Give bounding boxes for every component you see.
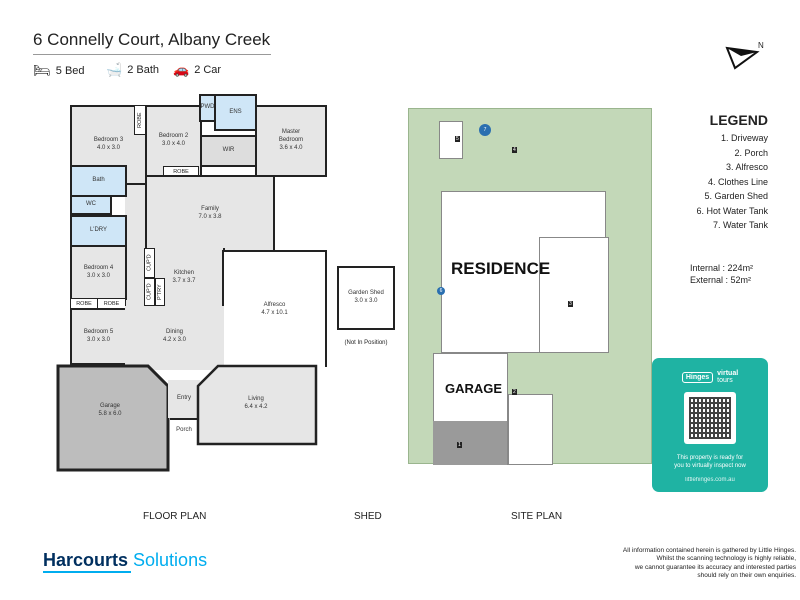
caption-site-plan: SITE PLAN	[511, 511, 563, 522]
room-wc: WC	[70, 195, 112, 215]
title-divider	[33, 54, 271, 55]
marker-3: 3	[568, 301, 573, 307]
legend-item: 7. Water Tank	[712, 220, 768, 230]
disclaimer: All information contained herein is gath…	[622, 547, 796, 579]
feature-bath: 🛁2 Bath	[106, 62, 159, 77]
qr-code[interactable]	[684, 392, 736, 444]
shed-note: (Not In Position)	[344, 340, 388, 346]
marker-4: 4	[512, 147, 517, 153]
legend-item: 2. Porch	[734, 147, 768, 158]
property-title: 6 Connelly Court, Albany Creek	[33, 30, 271, 49]
tour-url[interactable]: littlehinges.com.au	[685, 477, 735, 483]
marker-1: 1	[457, 442, 462, 448]
driveway	[433, 421, 507, 465]
room-wir: WIR	[200, 135, 257, 167]
room-bath: Bath	[70, 165, 127, 197]
legend-item: 6. Hot Water Tank	[696, 205, 768, 216]
room-ensuite: ENS	[214, 94, 257, 131]
room-garage	[56, 364, 170, 472]
legend-item: 4. Clothes Line	[707, 176, 768, 187]
site-plan: RESIDENCE GARAGE 5 7 4 6 3 2 1	[408, 108, 652, 465]
logo-underline	[43, 571, 131, 573]
garage-label-site: GARAGE	[445, 381, 503, 396]
area-summary: Internal : 224m² External : 52m²	[690, 263, 754, 285]
harcourts-logo: Harcourts Solutions	[43, 550, 208, 570]
alfresco-footprint	[539, 237, 609, 353]
legend-title: LEGEND	[709, 112, 768, 128]
legend: LEGEND 1. Driveway 2. Porch 3. Alfresco …	[680, 112, 768, 233]
porch-path	[508, 394, 553, 465]
north-label: N	[758, 41, 764, 50]
marker-7: 7	[479, 124, 491, 136]
legend-item: 1. Driveway	[720, 133, 768, 143]
room-laundry: L'DRY	[70, 215, 127, 247]
room-porch: Porch	[170, 418, 198, 442]
caption-shed: SHED	[354, 511, 382, 522]
cupboard-2: CUP'D	[144, 278, 155, 306]
north-arrow-icon	[725, 46, 760, 70]
feature-bed: 🛏5 Bed	[33, 62, 85, 78]
feature-car: 🚗2 Car	[173, 62, 222, 77]
bed-icon: 🛏	[33, 62, 51, 78]
legend-item: 5. Garden Shed	[704, 191, 768, 201]
room-living	[196, 364, 318, 446]
marker-5: 5	[455, 136, 460, 142]
pantry: P'TRY	[155, 278, 165, 306]
car-icon: 🚗	[173, 62, 190, 77]
bath-icon: 🛁	[106, 62, 123, 77]
room-entry: Entry	[168, 380, 200, 418]
legend-item: 3. Alfresco	[725, 162, 768, 172]
marker-2: 2	[512, 389, 517, 395]
residence-label: RESIDENCE	[451, 259, 551, 278]
cupboard-1: CUP'D	[144, 248, 155, 278]
marker-6: 6	[437, 287, 445, 295]
caption-floor-plan: FLOOR PLAN	[143, 511, 207, 522]
